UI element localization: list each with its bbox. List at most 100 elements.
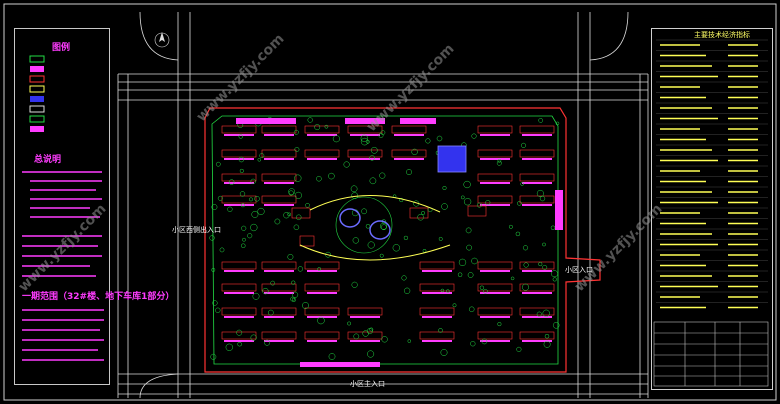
tree-symbol: [442, 185, 447, 191]
tree-symbol: [288, 190, 294, 196]
tree-symbol: [287, 253, 294, 260]
tree-symbol: [497, 158, 502, 163]
building-block: [221, 149, 257, 158]
building-block: [299, 235, 315, 247]
tree-symbol: [538, 118, 544, 123]
tree-symbol: [211, 267, 216, 272]
tree-symbol: [496, 160, 502, 166]
tree-symbol: [347, 321, 352, 326]
tree-symbol: [467, 272, 474, 278]
tree-symbol: [483, 288, 488, 294]
building-block: [224, 134, 254, 136]
tree-symbol: [544, 333, 550, 339]
building-block: [522, 134, 552, 136]
tree-symbol: [401, 275, 407, 281]
building-block: [350, 158, 380, 160]
tree-symbol: [250, 334, 257, 341]
tree-symbol: [343, 161, 350, 168]
tree-symbol: [481, 338, 488, 345]
tree-symbol: [350, 185, 358, 193]
building-block: [519, 149, 555, 158]
tree-symbol: [367, 350, 375, 358]
tree-symbol: [353, 333, 360, 340]
tree-symbol: [542, 264, 548, 270]
tree-symbol: [215, 307, 221, 313]
legend-title: 图例: [52, 43, 71, 53]
building-block: [221, 261, 257, 270]
tree-symbol: [267, 309, 274, 316]
tree-symbol: [365, 224, 371, 229]
building-block: [264, 270, 294, 272]
tree-symbol: [293, 224, 300, 231]
tree-symbol: [237, 341, 242, 347]
building-block: [409, 207, 429, 219]
building-block: [347, 307, 383, 316]
building-block: [480, 158, 510, 160]
tree-symbol: [305, 202, 310, 208]
tree-symbol: [392, 244, 400, 252]
tree-symbol: [360, 137, 369, 146]
building-block: [477, 307, 513, 316]
tree-symbol: [381, 336, 388, 343]
tree-symbol: [440, 349, 448, 356]
entrance-west-label: 小区西侧出入口: [172, 226, 221, 234]
tree-symbol: [452, 303, 457, 308]
tree-symbol: [457, 272, 463, 277]
legend-panel: [14, 28, 110, 385]
tree-symbol: [293, 129, 299, 135]
tree-symbol: [422, 248, 427, 253]
tree-symbol: [252, 292, 260, 300]
building-blocks: [221, 125, 555, 342]
central-plaza: [299, 195, 451, 261]
tree-symbol: [238, 156, 245, 163]
building-block: [221, 331, 257, 340]
building-block: [304, 261, 340, 270]
notes-lines: [22, 171, 104, 361]
building-block: [477, 195, 513, 204]
sheet-frame: [3, 3, 777, 401]
building-block: [422, 340, 452, 342]
green-setback-line: [211, 115, 559, 365]
tree-symbol: [380, 222, 387, 230]
tree-symbol: [551, 270, 558, 278]
tree-symbol: [288, 188, 296, 195]
building-block: [224, 204, 254, 206]
tree-symbol: [369, 327, 374, 332]
tree-symbol: [370, 146, 378, 154]
tree-symbol: [264, 339, 271, 346]
tree-symbol: [250, 223, 258, 232]
building-block: [261, 149, 297, 158]
tree-symbol: [379, 172, 386, 179]
building-block: [480, 316, 510, 318]
building-block: [347, 149, 383, 158]
building-block: [477, 149, 513, 158]
tree-symbol: [516, 346, 522, 352]
building-block: [221, 195, 257, 204]
building-block: [522, 182, 552, 184]
tree-symbol: [460, 195, 465, 200]
building-block: [307, 270, 337, 272]
building-block: [467, 205, 487, 217]
tree-symbol: [294, 174, 302, 182]
clubhouse-building: [437, 145, 467, 173]
tree-symbol: [520, 142, 527, 148]
tree-symbol: [523, 262, 529, 268]
building-block: [422, 270, 452, 272]
tree-symbol: [209, 235, 215, 241]
tree-symbol: [236, 329, 243, 336]
tree-symbol: [307, 117, 313, 123]
tree-symbol: [403, 235, 409, 241]
tree-symbol: [471, 257, 478, 265]
tree-symbol: [411, 148, 418, 156]
building-block: [519, 331, 555, 340]
entrance-east-label: 小区入口: [565, 266, 593, 274]
building-block: [477, 173, 513, 182]
tree-symbol: [381, 224, 387, 231]
tree-symbol: [287, 212, 292, 217]
building-block: [519, 125, 555, 134]
building-block: [477, 125, 513, 134]
tree-symbol: [555, 121, 560, 126]
building-block: [519, 173, 555, 182]
building-block: [347, 331, 383, 340]
building-block: [394, 158, 424, 160]
